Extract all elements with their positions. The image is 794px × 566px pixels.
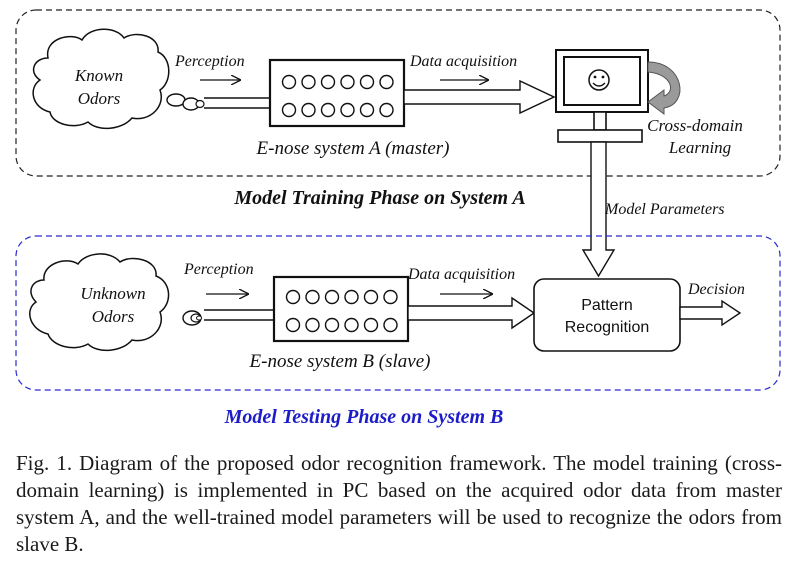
odor-recognition-diagram: Known Odors Perception E-nose system A (… (15, 9, 781, 428)
cross-domain-label-1: Cross-domain (647, 116, 743, 135)
enose-b-to-pattern-arrow (407, 296, 536, 330)
sensor-circle (324, 289, 340, 305)
sensor-circle (305, 289, 320, 305)
pattern-recognition-label-2: Recognition (565, 319, 650, 336)
model-parameters-label: Model Parameters (604, 201, 725, 218)
sensor-circle (301, 74, 316, 90)
pattern-recognition-label-1: Pattern (581, 297, 633, 314)
enose-a-label: E-nose system A (master) (256, 138, 450, 159)
sensor-circle (383, 317, 398, 333)
sensor-circle (281, 102, 297, 118)
unknown-odors-label-2: Odors (92, 307, 135, 326)
pattern-recognition-box (533, 278, 681, 352)
perception-label-b: Perception (183, 261, 254, 278)
sensor-circle (320, 74, 336, 90)
sensor-circle (305, 317, 320, 333)
enose-a-to-pc-arrow (403, 79, 556, 115)
sensor-circle (340, 102, 355, 118)
sensor-circle (340, 74, 355, 90)
sensor-circle (324, 317, 340, 333)
unknown-odors-cloud (29, 253, 202, 352)
sensor-circle (379, 74, 394, 90)
data-acquisition-label-b: Data acquisition (407, 266, 515, 283)
smiley-face-icon (588, 69, 610, 91)
phase-a-box (15, 9, 781, 177)
sensor-circle (363, 317, 379, 333)
enose-b-label: E-nose system B (slave) (249, 351, 431, 372)
known-odors-cloud (32, 28, 205, 130)
pc-monitor (555, 49, 649, 143)
figure-caption: Fig. 1. Diagram of the proposed odor rec… (16, 450, 782, 558)
cross-domain-cycle-arrow (647, 61, 681, 115)
model-parameters-arrow (581, 141, 616, 278)
phase-b-title: Model Testing Phase on System B (224, 406, 504, 428)
known-odors-label-1: Known (74, 66, 123, 85)
sensor-circle (383, 289, 398, 305)
sensor-circle (344, 317, 359, 333)
sensor-circle (285, 289, 301, 305)
sensor-circle (379, 102, 394, 118)
sensor-circle (344, 289, 359, 305)
figure-caption-text: Fig. 1. Diagram of the proposed odor rec… (16, 451, 782, 556)
enose-b-sensor-array (285, 289, 398, 333)
known-odors-label-2: Odors (78, 89, 121, 108)
data-acquisition-label-a: Data acquisition (409, 53, 517, 70)
sensor-circle (320, 102, 336, 118)
sensor-circle (359, 74, 375, 90)
perception-label-a: Perception (174, 53, 245, 70)
sensor-circle (281, 74, 297, 90)
decision-arrow (679, 299, 742, 327)
decision-label: Decision (687, 281, 745, 298)
sensor-circle (363, 289, 379, 305)
sensor-circle (301, 102, 316, 118)
enose-a-sensor-array (281, 74, 394, 118)
unknown-odors-label-1: Unknown (80, 284, 145, 303)
phase-b-box (15, 235, 781, 391)
sensor-circle (285, 317, 301, 333)
cross-domain-label-2: Learning (668, 138, 731, 157)
phase-a-title: Model Training Phase on System A (233, 187, 525, 209)
sensor-circle (359, 102, 375, 118)
